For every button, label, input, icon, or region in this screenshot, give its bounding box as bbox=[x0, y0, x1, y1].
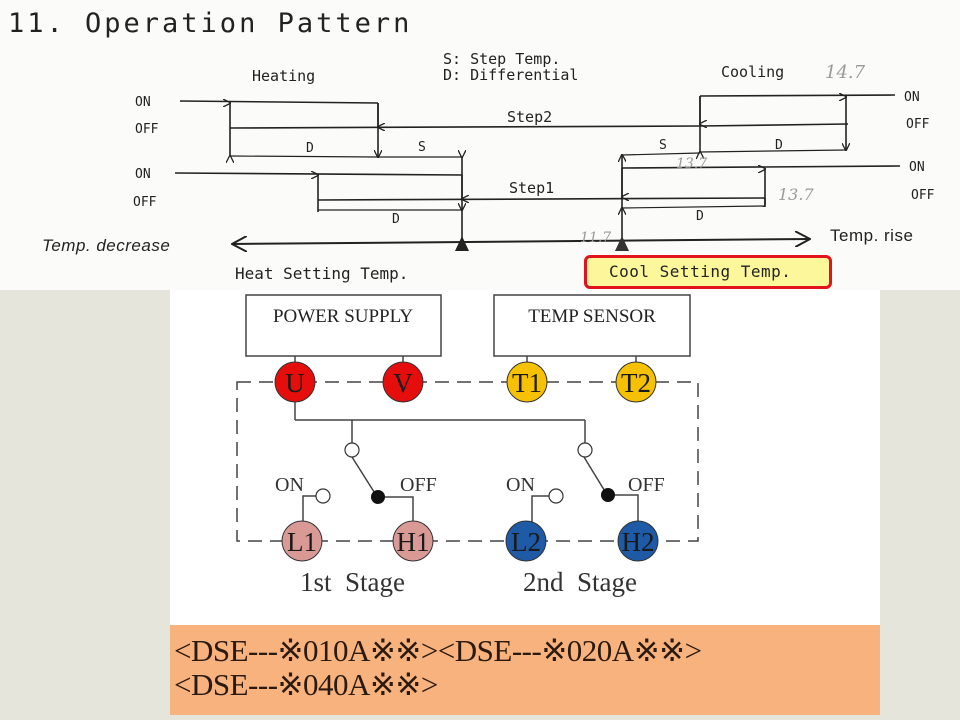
d-label: D bbox=[306, 141, 314, 156]
pattern-title: 11. Operation Pattern bbox=[8, 8, 412, 39]
on-label: ON bbox=[135, 95, 151, 110]
temp-sensor-label: TEMP SENSOR bbox=[528, 306, 656, 327]
temp-decrease-label: Temp. decrease bbox=[42, 236, 170, 255]
model-line-2: <DSE---※040A※※> bbox=[174, 667, 438, 702]
heating-label: Heating bbox=[252, 67, 315, 85]
cooling-label: Cooling bbox=[721, 63, 784, 81]
model-numbers-box: <DSE---※010A※※><DSE---※020A※※> <DSE---※0… bbox=[170, 625, 880, 715]
off-label: OFF bbox=[911, 188, 935, 203]
temp-sensor-box bbox=[493, 294, 691, 357]
stage1-label: 1st Stage bbox=[300, 567, 405, 597]
cool-setting-highlight: Cool Setting Temp. bbox=[584, 255, 832, 289]
terminal-t2-label: T2 bbox=[621, 368, 651, 398]
terminal-h1-label: H1 bbox=[397, 527, 430, 557]
legend-step: S: Step Temp. bbox=[443, 50, 560, 68]
terminal-v bbox=[382, 361, 424, 403]
terminal-u-label: U bbox=[285, 368, 305, 398]
step2-label: Step2 bbox=[507, 108, 552, 126]
switch-off-label: OFF bbox=[628, 474, 665, 496]
controller-outline bbox=[236, 381, 699, 542]
legend-differential: D: Differential bbox=[443, 66, 578, 84]
heat-setting-label: Heat Setting Temp. bbox=[235, 264, 408, 283]
switch-on-contact bbox=[548, 488, 564, 504]
terminal-t2 bbox=[615, 361, 657, 403]
on-label: ON bbox=[135, 167, 151, 182]
pattern-lines bbox=[174, 95, 901, 244]
off-label: OFF bbox=[906, 117, 930, 132]
switch-common-contact bbox=[577, 442, 593, 458]
model-line-1: <DSE---※010A※※><DSE---※020A※※> bbox=[174, 633, 702, 668]
handwritten-note: 13.7 bbox=[778, 185, 814, 204]
terminal-t1 bbox=[506, 361, 548, 403]
terminal-v-label: V bbox=[393, 368, 413, 398]
stage2-label: 2nd Stage bbox=[523, 567, 637, 597]
d-label: D bbox=[392, 212, 400, 227]
terminal-l1-label: L1 bbox=[287, 527, 317, 557]
s-label: S bbox=[418, 140, 426, 155]
off-label: OFF bbox=[133, 195, 157, 210]
power-supply-label: POWER SUPPLY bbox=[273, 306, 413, 327]
terminal-l2-label: L2 bbox=[511, 527, 541, 557]
terminal-h1 bbox=[392, 520, 434, 562]
switch-off-contact bbox=[601, 488, 615, 502]
on-label: ON bbox=[909, 160, 925, 175]
switch-common-contact bbox=[344, 442, 360, 458]
power-supply-box bbox=[245, 294, 442, 357]
terminal-l1 bbox=[281, 520, 323, 562]
switch-on-label: ON bbox=[506, 474, 535, 496]
handwritten-note: 14.7 bbox=[825, 62, 866, 83]
off-label: OFF bbox=[135, 122, 159, 137]
temp-rise-label: Temp. rise bbox=[830, 226, 913, 245]
cool-setpoint-marker bbox=[615, 236, 629, 251]
s-label: S bbox=[659, 138, 667, 153]
handwritten-note: 11.7 bbox=[580, 230, 611, 246]
terminal-h2-label: H2 bbox=[622, 527, 655, 557]
heat-setpoint-marker bbox=[455, 236, 469, 251]
d-label: D bbox=[696, 209, 704, 224]
terminal-t1-label: T1 bbox=[512, 368, 542, 398]
handwritten-note: 13.7 bbox=[676, 156, 707, 172]
terminal-h2 bbox=[617, 520, 659, 562]
switch-on-contact bbox=[315, 488, 331, 504]
terminal-l2 bbox=[505, 520, 547, 562]
switch-on-label: ON bbox=[275, 474, 304, 496]
terminal-u bbox=[274, 361, 316, 403]
switch-off-label: OFF bbox=[400, 474, 437, 496]
on-label: ON bbox=[904, 90, 920, 105]
switch-off-contact bbox=[371, 490, 385, 504]
step1-label: Step1 bbox=[509, 179, 554, 197]
